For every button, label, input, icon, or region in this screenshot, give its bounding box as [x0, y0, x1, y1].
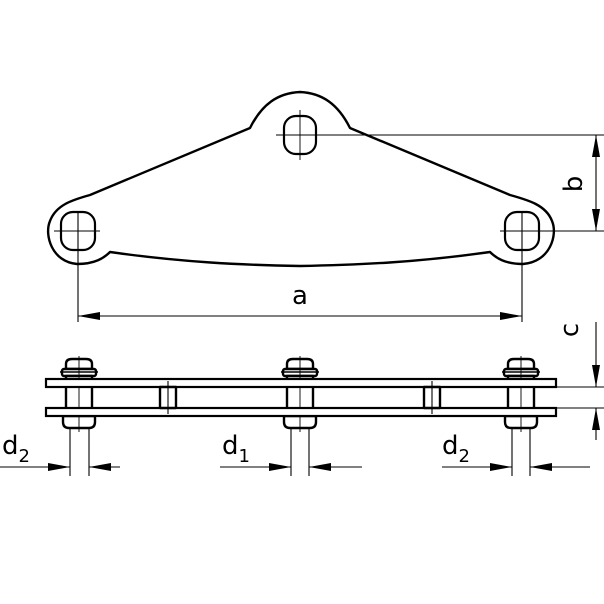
dimension-c: c — [555, 322, 604, 440]
dimension-label-d2-right-base: d — [442, 431, 459, 461]
dimension-d2-left: d2 — [0, 428, 120, 476]
dimension-label-b: b — [559, 176, 589, 193]
dimension-b: b — [316, 134, 604, 232]
arrowhead-c-top — [592, 365, 600, 387]
yoke-plate-top-view — [46, 90, 556, 268]
dimension-label-d2-left-sub: 2 — [19, 446, 30, 467]
dimension-label-c: c — [555, 323, 585, 337]
dimension-label-d2-right-sub: 2 — [459, 446, 470, 467]
upper-plate — [44, 377, 558, 389]
dimension-d2-right: d2 — [442, 428, 590, 476]
dimension-label-d1: d1 — [222, 431, 250, 467]
dimension-label-d2-left: d2 — [2, 431, 30, 467]
arrowhead-d2-right-a — [490, 463, 512, 471]
arrowhead-d2-left-a — [48, 463, 70, 471]
dimension-d1: d1 — [220, 428, 362, 476]
arrowhead-c-bottom — [592, 408, 600, 430]
lower-plate — [44, 406, 558, 418]
arrowhead-a-left — [78, 312, 100, 320]
arrowhead-b-top — [592, 135, 600, 157]
dimension-a: a — [77, 212, 523, 322]
arrowhead-d2-left-b — [89, 463, 111, 471]
arrowhead-d1-a — [269, 463, 291, 471]
arrowhead-d1-b — [309, 463, 331, 471]
side-view — [44, 356, 558, 432]
dimension-label-d1-base: d — [222, 431, 239, 461]
arrowhead-a-right — [500, 312, 522, 320]
yoke-plate-outline — [46, 90, 556, 268]
dimension-label-d2-left-base: d — [2, 431, 19, 461]
dimension-label-d1-sub: 1 — [239, 446, 250, 467]
arrowhead-b-bottom — [592, 209, 600, 231]
dimension-label-a: a — [292, 281, 308, 311]
dimension-label-d2-right: d2 — [442, 431, 470, 467]
spacer-left — [158, 381, 178, 414]
arrowhead-d2-right-b — [530, 463, 552, 471]
spacer-right — [422, 381, 442, 414]
